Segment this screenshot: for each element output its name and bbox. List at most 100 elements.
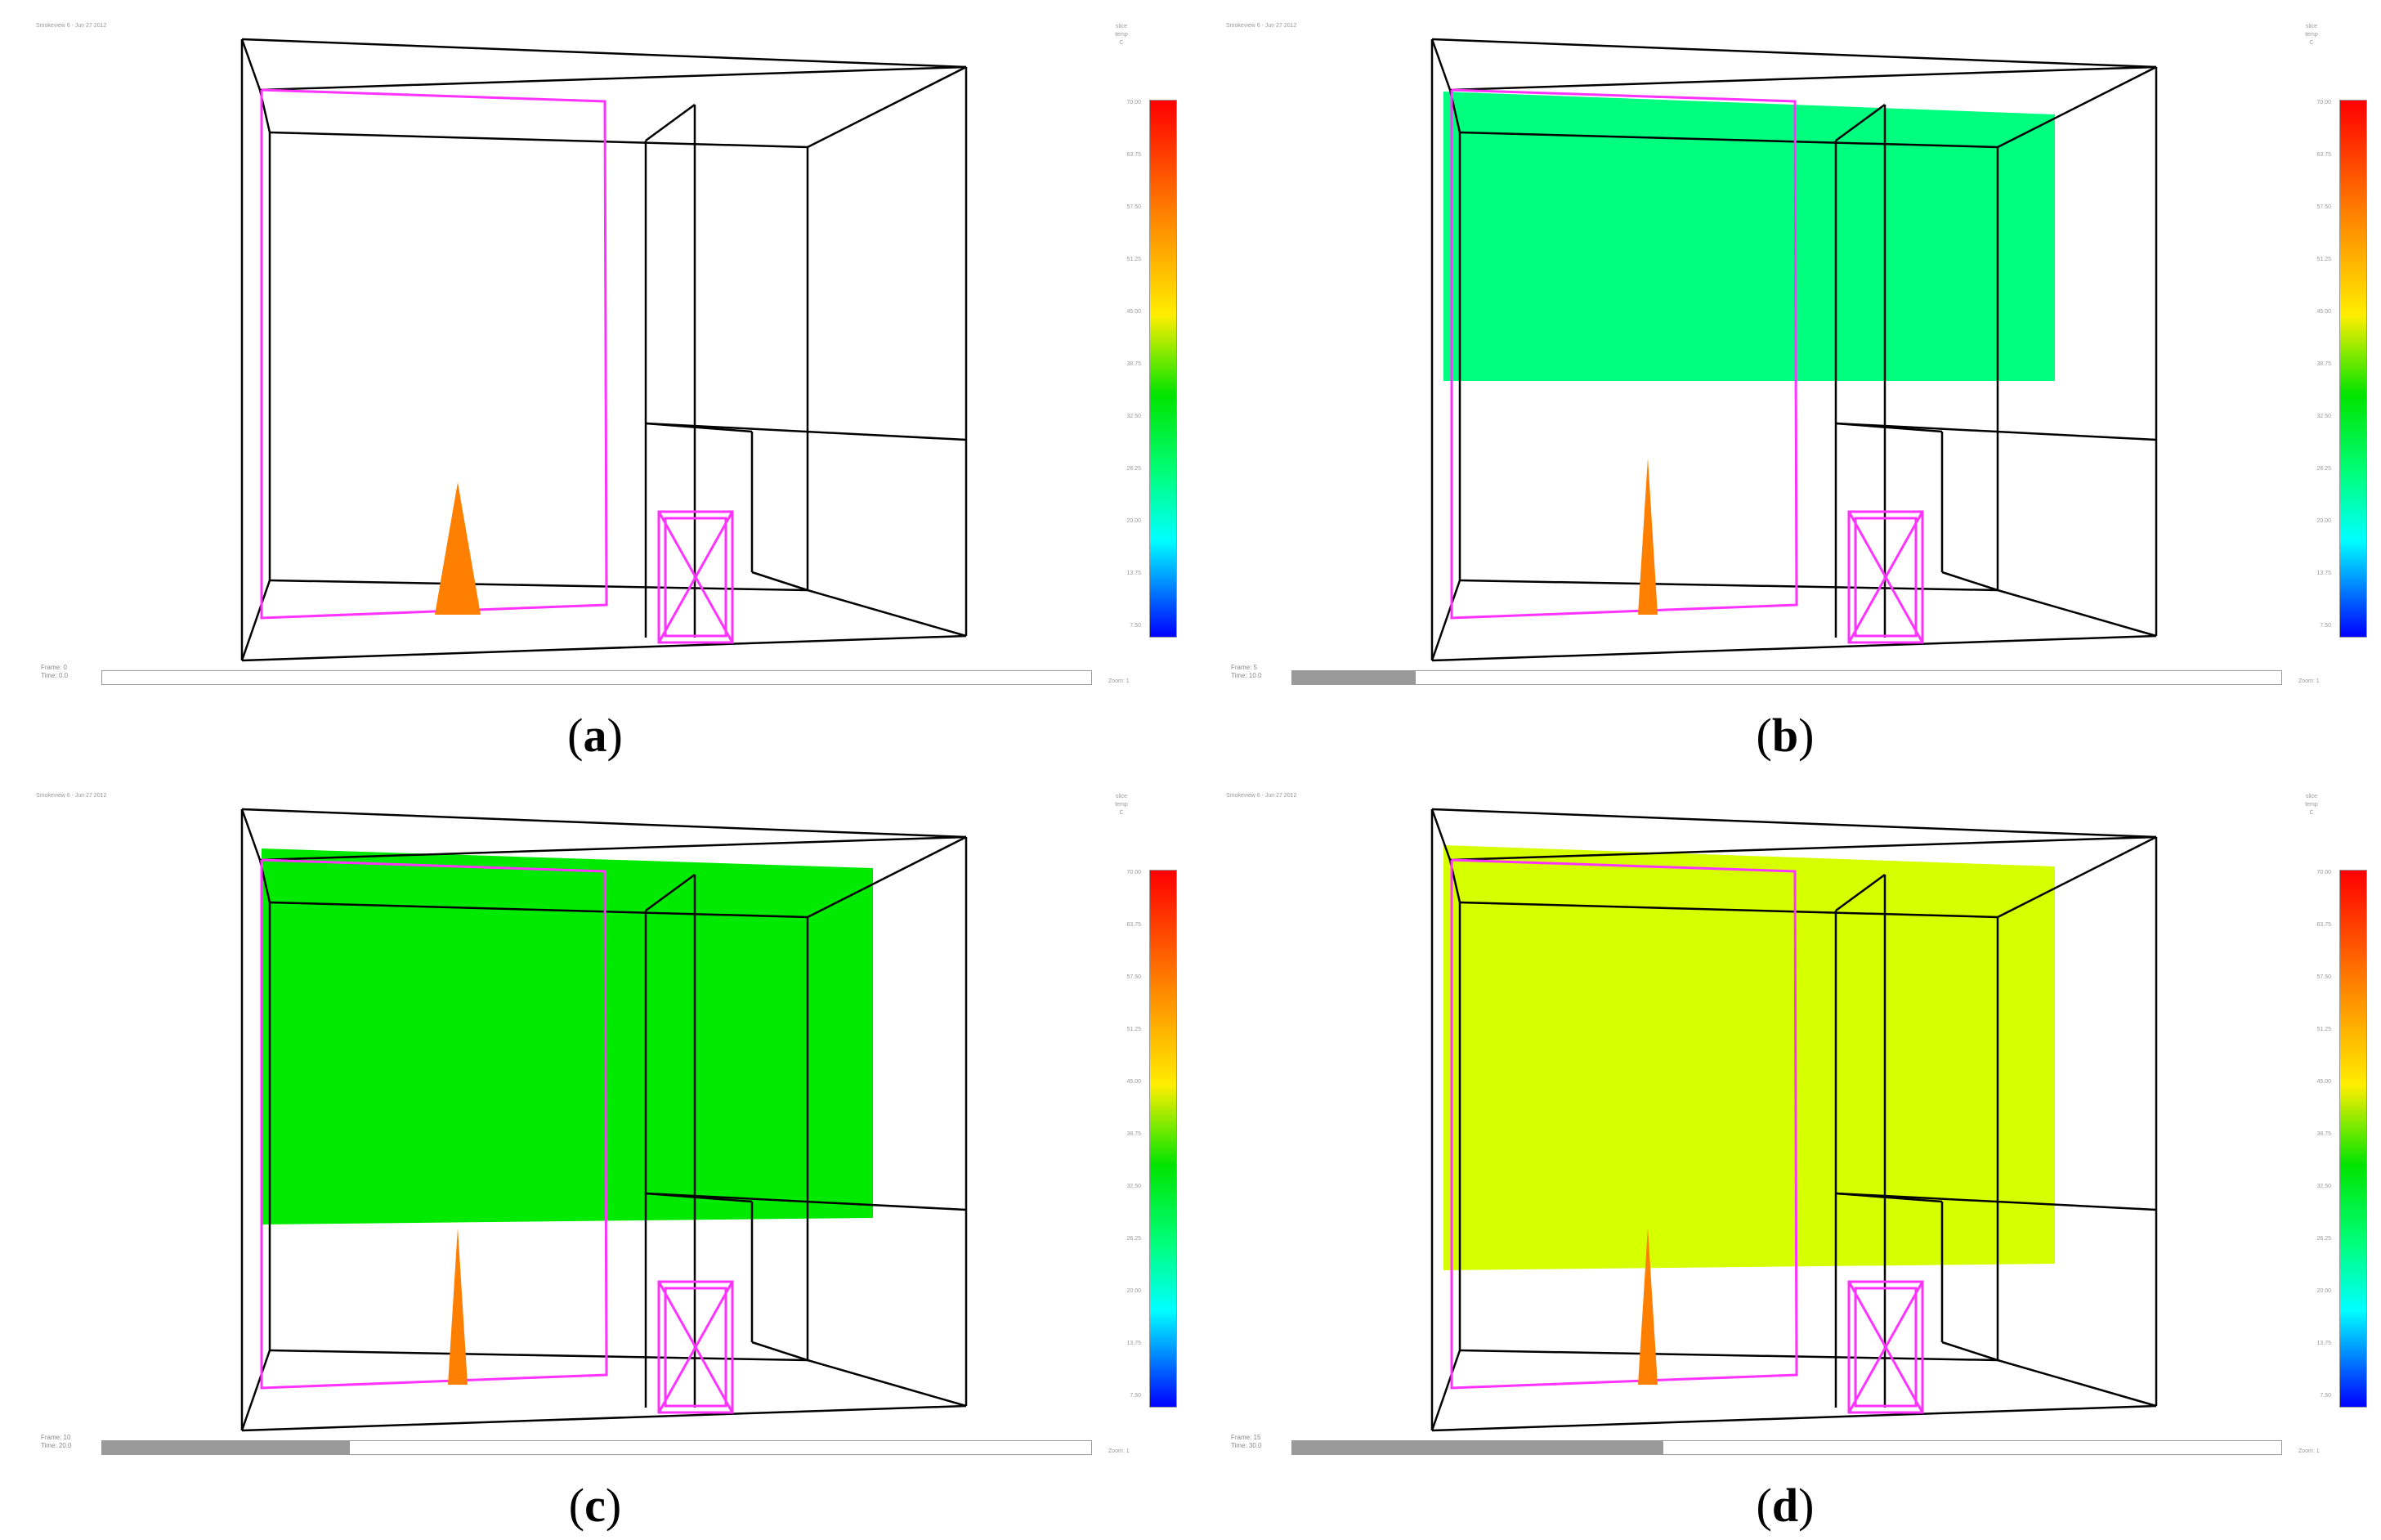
colorbar-tick: 45.00 (2316, 1079, 2331, 1085)
temperature-slice (1443, 845, 2055, 1270)
colorbar-tick: 20.00 (1126, 1288, 1141, 1294)
temperature-slice (1443, 92, 2055, 381)
zoom-label: Zoom: 1 (2298, 678, 2320, 684)
unit-label: temp (2305, 32, 2318, 38)
panel-caption: (d) (1756, 1479, 1815, 1532)
caption-letter: a (583, 709, 607, 762)
header-text: Smokeview 6 - Jun 27 2012 (1226, 793, 1297, 799)
unit-label: slice (2305, 794, 2317, 799)
scene-3d[interactable] (0, 770, 1190, 1473)
vent-outlines (1450, 858, 1924, 1414)
colorbar-tick: 38.75 (2316, 1131, 2331, 1137)
colorbar-tick: 63.75 (2316, 152, 2331, 158)
unit-label: C (1119, 40, 1124, 46)
frame-label: Frame: 0 (41, 664, 68, 671)
panel-caption: (c) (568, 1479, 622, 1532)
colorbar (1149, 100, 1177, 638)
zoom-label: Zoom: 1 (1108, 1448, 1130, 1454)
time-label: Time: 10.0 (1231, 672, 1262, 679)
time-slider-fill (102, 1441, 350, 1454)
colorbar-tick: 32.50 (2316, 414, 2331, 419)
colorbar-tick: 63.75 (2316, 922, 2331, 928)
colorbar (2339, 870, 2367, 1408)
domain-outline (1430, 38, 2158, 662)
colorbar-tick: 51.25 (2316, 1027, 2331, 1032)
frame-label: Frame: 10 (41, 1434, 71, 1441)
colorbar-tick: 13.75 (1126, 1341, 1141, 1346)
time-label: Time: 20.0 (41, 1442, 72, 1449)
time-slider[interactable] (101, 1440, 1092, 1455)
colorbar-tick: 7.50 (1130, 623, 1141, 629)
header-text: Smokeview 6 - Jun 27 2012 (1226, 23, 1297, 29)
colorbar-tick: 57.50 (2316, 204, 2331, 210)
vent-outlines (260, 858, 734, 1414)
colorbar-tick: 51.25 (1126, 257, 1141, 262)
unit-label: C (2309, 40, 2314, 46)
unit-label: slice (1115, 794, 1127, 799)
frame-label: Frame: 5 (1231, 664, 1258, 671)
unit-label: temp (1115, 802, 1128, 808)
colorbar-tick: 7.50 (2320, 623, 2331, 629)
zoom-label: Zoom: 1 (1108, 678, 1130, 684)
caption-letter: d (1771, 1479, 1799, 1532)
vent-outlines (1450, 88, 1924, 644)
colorbar-tick: 38.75 (1126, 1131, 1141, 1137)
domain-outline (240, 808, 968, 1432)
colorbar-tick: 45.00 (2316, 309, 2331, 315)
colorbar-tick: 20.00 (1126, 518, 1141, 524)
unit-label: temp (1115, 32, 1128, 38)
colorbar-tick: 70.00 (2316, 100, 2331, 105)
scene-3d[interactable] (1190, 0, 2380, 703)
time-slider[interactable] (1291, 1440, 2282, 1455)
colorbar-tick: 57.50 (1126, 974, 1141, 980)
colorbar-tick: 20.00 (2316, 518, 2331, 524)
colorbar-tick: 57.50 (1126, 204, 1141, 210)
time-slider[interactable] (1291, 670, 2282, 685)
colorbar-tick: 57.50 (2316, 974, 2331, 980)
colorbar-tick: 32.50 (1126, 414, 1141, 419)
domain-outline (240, 38, 968, 662)
colorbar-tick: 7.50 (2320, 1393, 2331, 1399)
temperature-slice (262, 848, 873, 1224)
time-label: Time: 30.0 (1231, 1442, 1262, 1449)
colorbar-tick: 38.75 (2316, 361, 2331, 367)
unit-label: C (2309, 810, 2314, 816)
scene-3d[interactable] (0, 0, 1190, 703)
colorbar (1149, 870, 1177, 1408)
colorbar-tick: 63.75 (1126, 152, 1141, 158)
time-label: Time: 0.0 (41, 672, 69, 679)
scene-3d[interactable] (1190, 770, 2380, 1473)
colorbar-tick: 63.75 (1126, 922, 1141, 928)
colorbar-tick: 45.00 (1126, 309, 1141, 315)
colorbar-tick: 32.50 (2316, 1184, 2331, 1189)
colorbar-tick: 45.00 (1126, 1079, 1141, 1085)
colorbar-tick: 20.00 (2316, 1288, 2331, 1294)
colorbar-tick: 51.25 (1126, 1027, 1141, 1032)
colorbar-tick: 13.75 (2316, 571, 2331, 576)
colorbar-tick: 70.00 (2316, 870, 2331, 875)
unit-label: slice (1115, 24, 1127, 29)
colorbar-tick: 32.50 (1126, 1184, 1141, 1189)
colorbar-tick: 70.00 (1126, 870, 1141, 875)
fire-source-icon (1638, 1228, 1658, 1385)
time-slider[interactable] (101, 670, 1092, 685)
fire-source-icon (435, 482, 481, 615)
frame-label: Frame: 15 (1231, 1434, 1261, 1441)
fire-source-icon (448, 1228, 468, 1385)
colorbar-tick: 26.25 (2316, 1236, 2331, 1242)
colorbar-tick: 38.75 (1126, 361, 1141, 367)
caption-letter: b (1771, 709, 1799, 762)
colorbar-tick: 13.75 (1126, 571, 1141, 576)
unit-label: temp (2305, 802, 2318, 808)
colorbar-tick: 70.00 (1126, 100, 1141, 105)
colorbar (2339, 100, 2367, 638)
domain-outline (1430, 808, 2158, 1432)
vent-outlines (260, 88, 734, 644)
